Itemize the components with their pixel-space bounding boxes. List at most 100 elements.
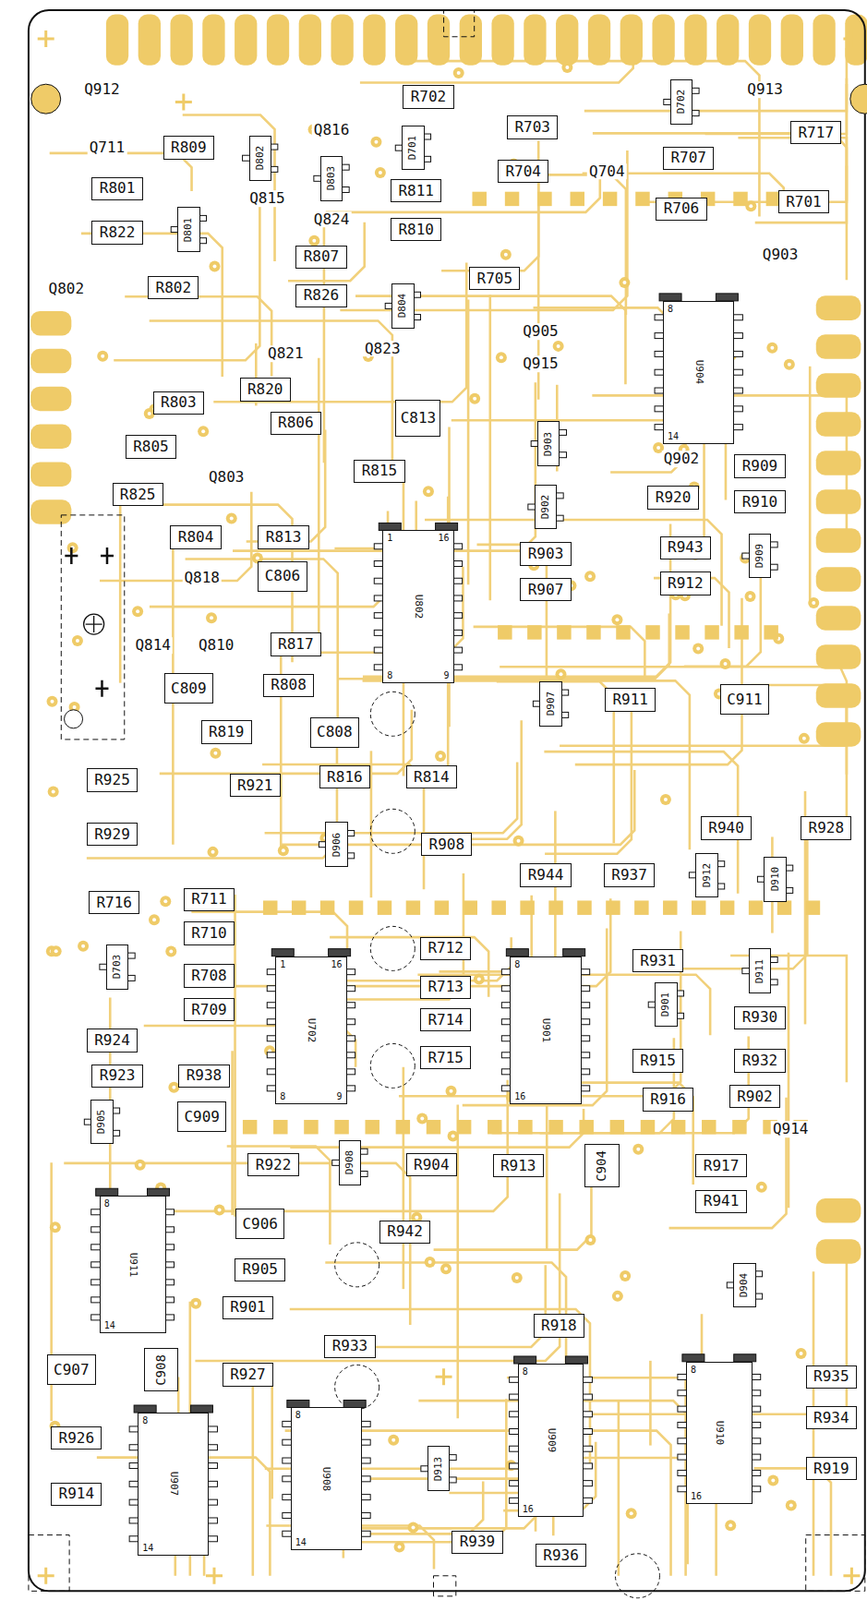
part-label: R922 <box>255 1156 292 1174</box>
ic-pin <box>207 1517 217 1524</box>
ic-pin <box>207 1463 217 1470</box>
pin-number: 8 <box>690 1364 697 1375</box>
via <box>511 1272 523 1284</box>
trace <box>288 222 365 281</box>
component-outline: R927 <box>222 1362 274 1386</box>
mount-hole <box>31 84 61 114</box>
trace <box>683 834 807 969</box>
via-hole <box>438 754 443 759</box>
via <box>434 750 446 762</box>
diode-package: D904 <box>733 1263 756 1309</box>
part-label: D902 <box>540 494 552 520</box>
ic-pin <box>165 1244 175 1251</box>
trace <box>119 504 122 684</box>
part-label: R809 <box>170 139 207 157</box>
trace <box>755 78 847 223</box>
via <box>756 1181 768 1193</box>
via-hole <box>168 950 173 954</box>
part-label: R921 <box>237 777 274 795</box>
square-pad <box>605 900 620 915</box>
via-hole <box>209 615 214 620</box>
lead <box>270 144 278 150</box>
fiducial-cross <box>175 93 193 110</box>
square-pad <box>463 900 478 915</box>
component-outline: R701 <box>778 190 830 214</box>
board-marks <box>28 10 867 1599</box>
copper-traces <box>49 40 847 1577</box>
part-label: C808 <box>316 723 353 741</box>
trace <box>262 764 424 890</box>
lead <box>561 689 569 696</box>
via <box>132 605 144 617</box>
via-hole <box>449 1089 454 1094</box>
lead <box>360 1148 368 1155</box>
pin-number: 16 <box>514 1091 526 1102</box>
lead <box>127 975 135 981</box>
component-leads <box>84 87 793 1542</box>
edge-finger <box>106 13 129 65</box>
lead <box>423 133 432 140</box>
reference-label: Q816 <box>312 122 352 140</box>
trace <box>499 666 847 775</box>
edge-pad <box>816 605 862 631</box>
via <box>226 512 238 524</box>
ic-pin <box>582 1497 592 1504</box>
square-pad <box>763 625 778 639</box>
component-outline: R806 <box>270 411 322 435</box>
ic-tab <box>435 522 458 530</box>
via-hole <box>728 1523 733 1528</box>
part-label: U907 <box>168 1471 180 1497</box>
part-label: R717 <box>797 124 834 142</box>
trace <box>488 294 492 601</box>
part-label: D907 <box>544 691 556 717</box>
via-hole <box>723 662 728 666</box>
ic-pin <box>751 1486 761 1493</box>
ic-pin <box>580 1052 591 1059</box>
ic-pin <box>580 1069 591 1075</box>
edge-pad <box>816 528 862 554</box>
dashed-outline <box>444 10 475 37</box>
lead <box>770 541 778 548</box>
ic-pin <box>580 1035 591 1042</box>
diode-package: D906 <box>325 821 348 867</box>
part-label: R940 <box>708 819 745 837</box>
edge-finger <box>299 13 322 65</box>
part-label: D904 <box>738 1273 750 1299</box>
via <box>783 359 795 371</box>
via-hole <box>152 917 157 922</box>
trace <box>289 1108 584 1148</box>
dashed-circle <box>335 1242 380 1288</box>
component-outline: R814 <box>406 765 458 789</box>
diode-package: D703 <box>106 944 129 990</box>
part-label: D911 <box>754 958 766 984</box>
part-label: R930 <box>742 1010 779 1027</box>
part-label: R701 <box>785 193 822 211</box>
part-label: R708 <box>191 967 228 985</box>
part-label: R926 <box>59 1430 96 1447</box>
ic-pin <box>453 595 463 602</box>
ic-pin <box>361 1494 371 1501</box>
via <box>807 597 819 609</box>
lead <box>448 1477 457 1483</box>
square-pad <box>426 1119 441 1134</box>
ic-pin <box>346 1085 356 1092</box>
square-pad <box>671 1119 686 1134</box>
part-label: C907 <box>53 1361 90 1379</box>
via-hole <box>72 705 77 710</box>
via-hole <box>747 594 752 599</box>
ic-pin <box>453 561 463 567</box>
capacitor-outline: C908 <box>144 1348 180 1391</box>
component-outline: R944 <box>519 863 571 887</box>
via <box>440 1263 452 1275</box>
via <box>277 844 289 856</box>
pin-number: 8 <box>279 1091 286 1102</box>
via <box>453 67 465 79</box>
part-label: R901 <box>229 1299 266 1316</box>
part-label: R931 <box>639 952 676 970</box>
via <box>77 940 89 952</box>
square-pad <box>720 900 735 915</box>
trace <box>808 366 812 601</box>
diode-package: D911 <box>748 948 771 994</box>
part-label: R910 <box>742 493 779 511</box>
component-outline: R928 <box>800 816 852 840</box>
